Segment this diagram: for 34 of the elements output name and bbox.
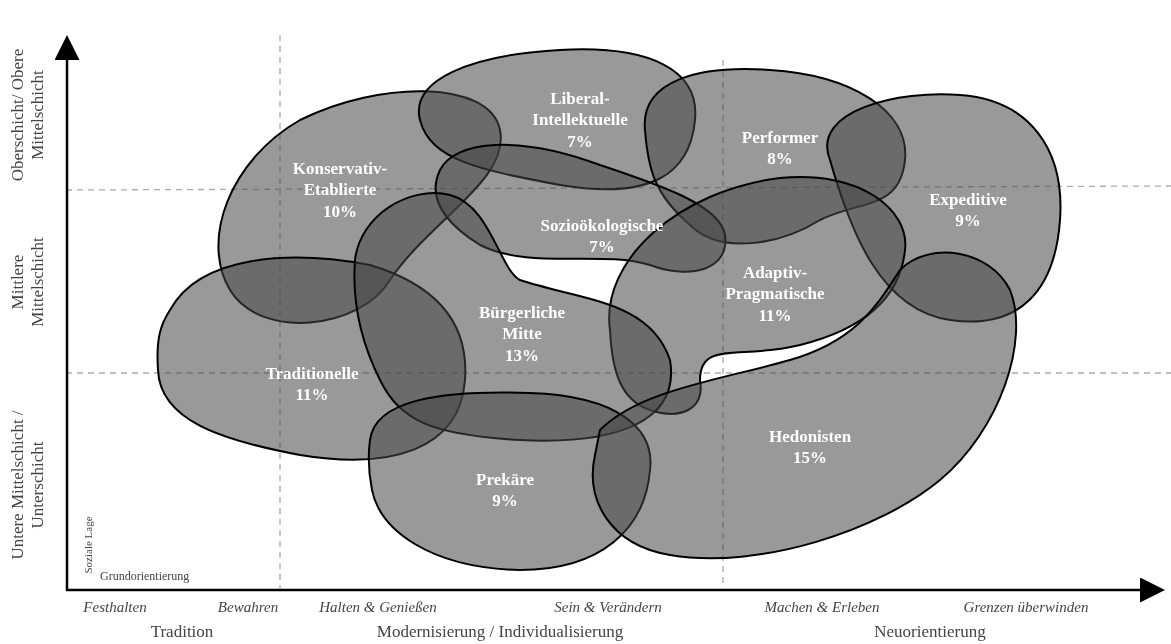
milieu-name: Performer (740, 127, 820, 149)
orientation-label: Halten & Genießen (319, 598, 437, 616)
milieu-name: Expeditive (928, 189, 1008, 211)
percentage: 9% (492, 490, 518, 512)
milieu-name: Liberal-Intellektuelle (531, 88, 629, 131)
orientation-label: Grenzen überwinden (963, 598, 1089, 616)
milieu-name: Adaptiv-Pragmatische (724, 262, 826, 305)
milieu-name: Traditionelle (264, 363, 360, 385)
orientation-label: Sein & Verändern (554, 598, 662, 616)
percentage: 9% (955, 210, 981, 232)
percentage: 11% (295, 384, 329, 406)
percentage: 8% (767, 148, 793, 170)
axis-title: Grundorientierung (100, 568, 190, 584)
percentage: 15% (793, 447, 827, 469)
orientation-label: Machen & Erleben (764, 598, 880, 616)
axis-title: Soziale Lage (82, 516, 96, 574)
orientation-label: Festhalten (83, 598, 147, 616)
milieu-name: Bürgerliche Mitte (478, 302, 566, 345)
milieu-name: Hedonisten (767, 426, 853, 448)
axis-label: Mittlere Mittelschicht (7, 236, 48, 329)
percentage: 10% (323, 201, 357, 223)
category-label: Tradition (150, 622, 214, 642)
orientation-label: Bewahren (217, 598, 279, 616)
milieu-name: Prekäre (475, 469, 535, 491)
category-label: Neuorientierung (874, 622, 986, 642)
axis-label: Untere Mittelschicht / Unterschicht (7, 409, 48, 562)
percentage: 7% (567, 131, 593, 153)
category-label: Modernisierung / Individualisierung (376, 622, 624, 642)
milieu-name: Konservativ-Etablierte (291, 158, 389, 201)
percentage: 11% (758, 305, 792, 327)
percentage: 13% (505, 345, 539, 367)
percentage: 7% (589, 236, 615, 258)
milieu-name: Sozioökologische (539, 215, 665, 237)
axis-label: Oberschicht/ Obere Mittelschicht (7, 47, 48, 184)
